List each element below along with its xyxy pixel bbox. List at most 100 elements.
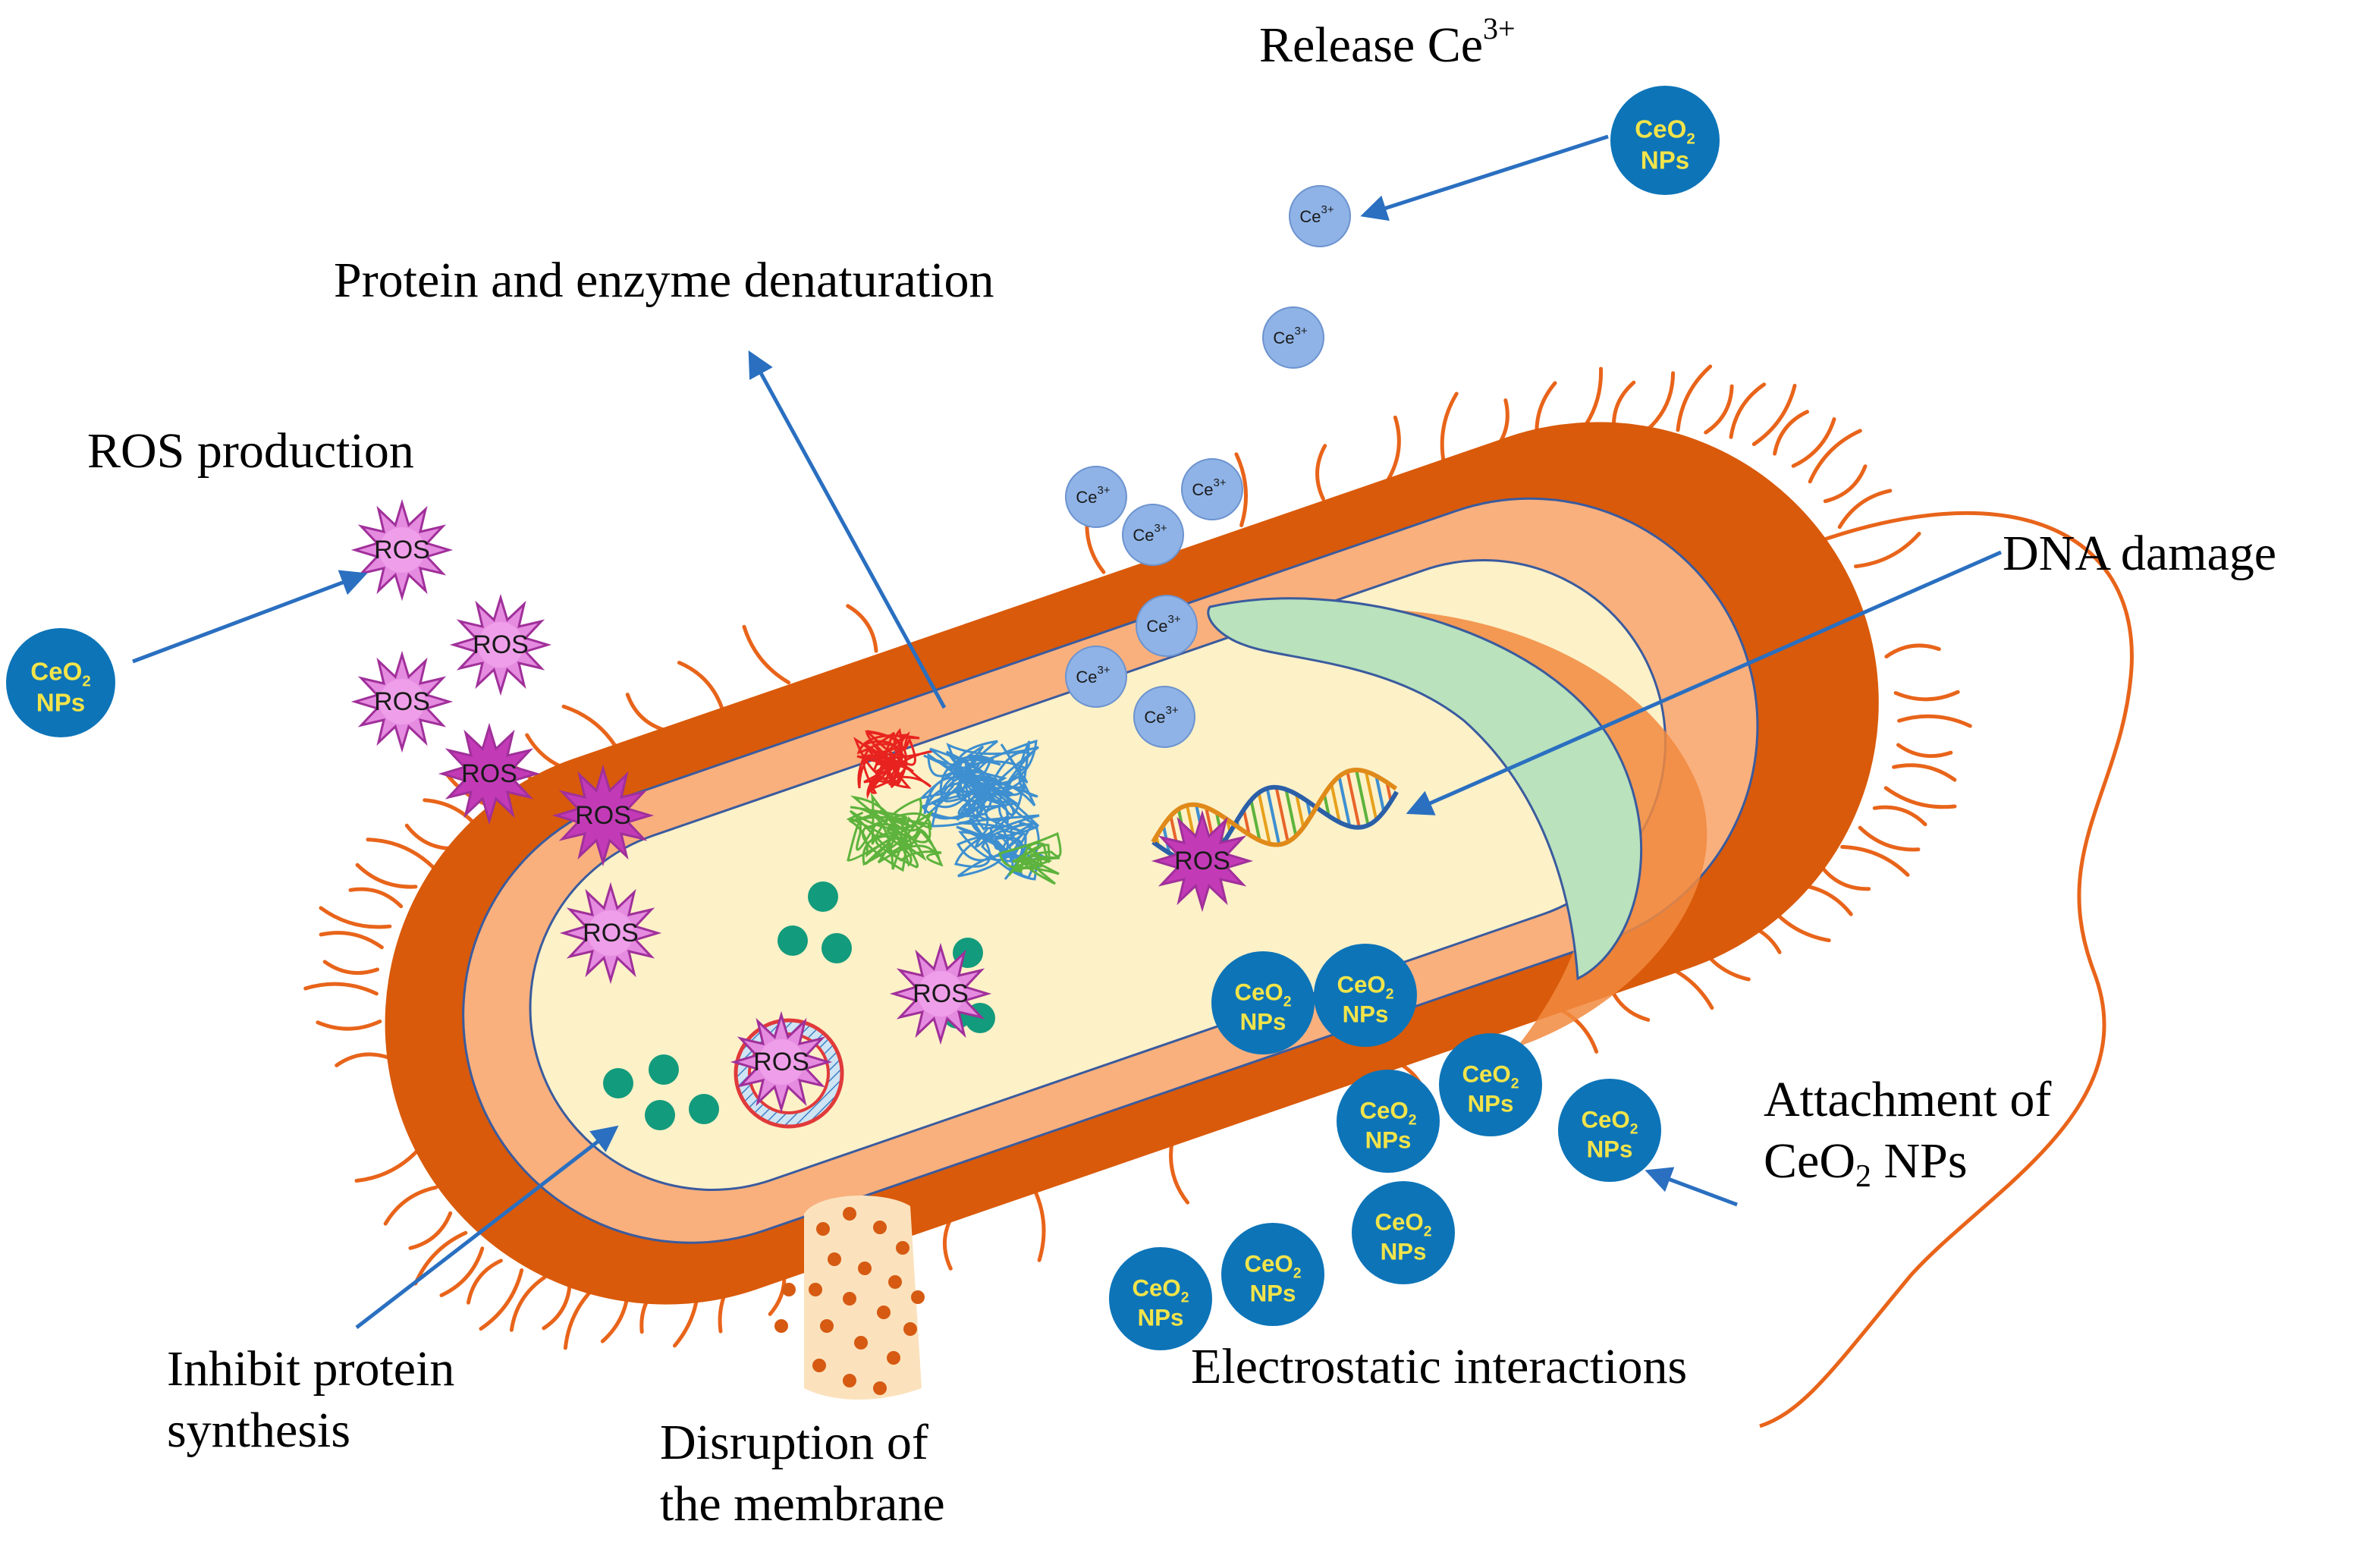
nucleoid (1207, 597, 1643, 981)
ros-star-icon: ROS (730, 1010, 833, 1114)
ros-star-icon: ROS (551, 764, 655, 867)
pilus (1837, 489, 1893, 529)
pilus (1169, 1140, 1190, 1205)
debris-dot (903, 1322, 917, 1336)
dna-base-pair (1257, 793, 1271, 844)
pilus (404, 823, 457, 851)
pilus (1897, 714, 1972, 728)
label-attachment-line1: Attachment of (1764, 1072, 2052, 1127)
pilus (322, 960, 379, 976)
ros-label: ROS (575, 801, 631, 830)
ce-ion-icon: Ce3+ (1289, 185, 1351, 247)
ros-star-icon: ROS (889, 942, 992, 1045)
arrow-to-ros (132, 570, 368, 664)
debris-dot (888, 1275, 902, 1289)
label-electrostatic: Electrostatic interactions (1191, 1339, 1688, 1394)
ce-ion-label: Ce3+ (1144, 704, 1178, 727)
membrane-disruption (774, 1196, 925, 1400)
protein-strand (918, 739, 1040, 834)
protein-tangle-icon (846, 727, 1062, 885)
pilus (1676, 364, 1713, 432)
np-label-line2: NPs (1587, 1136, 1633, 1162)
ros-label: ROS (913, 979, 969, 1008)
ros-label: ROS (583, 919, 639, 947)
np-label-line1: CeO2 (30, 658, 91, 690)
ce-ion-icon: Ce3+ (1262, 306, 1324, 369)
pilus (316, 1020, 382, 1031)
np-label-line1: CeO2 (1359, 1098, 1416, 1129)
arrow-to-ce-ion (1360, 134, 1609, 222)
ros-star-icon: ROS (1151, 809, 1254, 913)
pilus (1892, 763, 1957, 782)
dna-base-pair (1355, 771, 1370, 825)
pilus (742, 624, 791, 685)
pilus (509, 1275, 547, 1332)
dna-base-pair (1346, 772, 1361, 827)
protein-strand (853, 727, 934, 800)
pilus (408, 1211, 453, 1250)
pilus (1872, 805, 1927, 827)
debris-dot (812, 1359, 826, 1372)
pilus (1896, 743, 1953, 759)
ribosome (603, 1068, 633, 1098)
ros-star-icon: ROS (559, 881, 662, 985)
np-label-line2: NPs (1365, 1127, 1412, 1153)
ce-ion-icon: Ce3+ (1065, 646, 1127, 708)
np-label-line2: NPs (1240, 1008, 1286, 1035)
np-label-line1: CeO2 (1132, 1275, 1189, 1306)
ce-ion-icon: Ce3+ (1065, 466, 1127, 528)
ribosome (649, 1054, 679, 1085)
pilus (1819, 864, 1871, 891)
pilus (383, 1185, 438, 1226)
pilus (1773, 410, 1809, 456)
ros-label: ROS (461, 759, 517, 788)
pilus (1704, 384, 1734, 435)
np-label-line2: NPs (36, 689, 85, 717)
pilus (846, 604, 878, 653)
np-label-line1: CeO2 (1234, 979, 1291, 1010)
np-label-line2: NPs (1468, 1090, 1514, 1117)
pilus (625, 693, 669, 733)
ce-ion-icon: Ce3+ (1122, 504, 1184, 566)
debris-dot (816, 1222, 830, 1236)
pilus (319, 906, 392, 929)
pilus (1386, 415, 1401, 482)
pilus (319, 931, 384, 950)
protein-strand (846, 792, 944, 872)
debris-dot (896, 1241, 909, 1255)
ce-ion-icon: Ce3+ (1133, 686, 1195, 748)
ros-label: ROS (374, 536, 430, 564)
np-label-line1: CeO2 (1374, 1209, 1431, 1240)
flagellum-long (1759, 511, 2134, 1428)
arrow-to-dna (1406, 550, 2003, 815)
dna-base-pair (1284, 790, 1298, 835)
pilus (1234, 452, 1249, 527)
label-attachment: Attachment of CeO2 NPs (1764, 1070, 2051, 1192)
dna-base-pair (1330, 784, 1341, 822)
dna-base-pair (1249, 800, 1261, 840)
pilus (355, 863, 418, 889)
debris-dot (873, 1221, 887, 1234)
ribosome (778, 925, 808, 956)
label-disruption-line1: Disruption of (660, 1415, 928, 1470)
np-label-line1: CeO2 (1635, 115, 1695, 147)
debris-dot (843, 1292, 856, 1306)
ribosome (645, 1100, 675, 1130)
dna-base-pair (1242, 809, 1251, 834)
dna-base-pair (1275, 788, 1290, 841)
ce-ion-label: Ce3+ (1133, 522, 1167, 545)
pilus (1883, 786, 1957, 809)
pilus (561, 704, 621, 754)
pilus (354, 1145, 422, 1183)
label-inhibit-protein: Inhibit protein synthesis (167, 1339, 454, 1461)
debris-dot (820, 1319, 834, 1333)
pilus (542, 1280, 572, 1331)
